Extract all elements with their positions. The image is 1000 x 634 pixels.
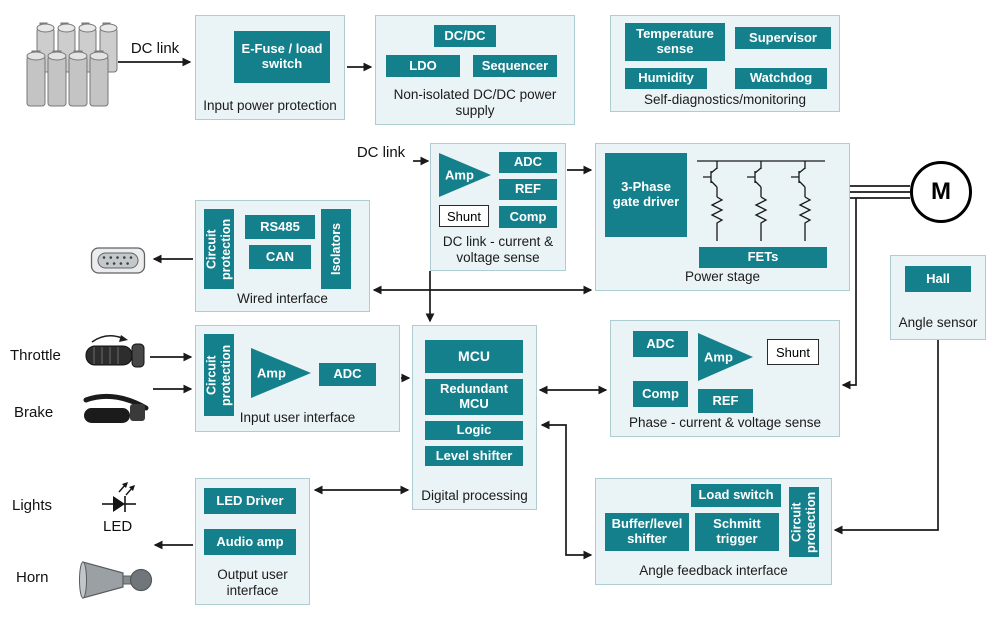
panel-wired-interface: Circuit protection RS485 CAN Isolators W… (195, 200, 370, 312)
amp-label: Amp (445, 167, 474, 183)
chip-3phase-gate-driver[interactable]: 3-Phase gate driver (605, 153, 687, 237)
input-user-interface-title: Input user interface (239, 409, 356, 425)
fets-schematic-icon (697, 160, 825, 241)
chip-adc-input[interactable]: ADC (319, 363, 376, 386)
led-symbol-icon (102, 482, 136, 512)
chip-watchdog[interactable]: Watchdog (735, 68, 827, 89)
chip-efuse-load-switch[interactable]: E-Fuse / load switch (234, 31, 330, 83)
brake-lever-icon (83, 393, 149, 423)
angle-feedback-title: Angle feedback interface (639, 562, 788, 578)
amp-triangle-dc-link[interactable]: Amp (439, 153, 491, 197)
shunt-box-dc-link: Shunt (439, 205, 489, 227)
chip-adc-dc-link[interactable]: ADC (499, 152, 557, 173)
self-diagnostics-title: Self-diagnostics/monitoring (643, 91, 807, 107)
angle-sensor-title: Angle sensor (898, 314, 978, 330)
panel-self-diagnostics: Temperature sense Supervisor Humidity Wa… (610, 15, 840, 112)
chip-hall[interactable]: Hall (905, 266, 971, 292)
chip-rs485[interactable]: RS485 (245, 215, 315, 239)
chip-supervisor[interactable]: Supervisor (735, 27, 831, 49)
chip-adc-phase[interactable]: ADC (633, 331, 688, 357)
panel-digital-processing: MCU Redundant MCU Logic Level shifter Di… (412, 325, 537, 510)
shunt-box-phase: Shunt (767, 339, 819, 365)
amp-triangle-phase[interactable]: Amp (698, 333, 753, 381)
digital-processing-title: Digital processing (421, 487, 528, 503)
wired-interface-title: Wired interface (237, 290, 328, 306)
panel-dcdc-supply: DC/DC LDO Sequencer Non-isolated DC/DC p… (375, 15, 575, 125)
panel-phase-sense: ADC Amp Shunt Comp REF Phase - current &… (610, 320, 840, 437)
chip-circuit-protection-input[interactable]: Circuit protection (204, 334, 234, 416)
panel-input-power-protection: E-Fuse / load switch Input power protect… (195, 15, 345, 120)
dc-link-sense-title: DC link - current & voltage sense (442, 233, 554, 265)
chip-comp-dc-link[interactable]: Comp (499, 206, 557, 228)
panel-angle-feedback: Load switch Buffer/level shifter Schmitt… (595, 478, 832, 585)
chip-level-shifter[interactable]: Level shifter (425, 446, 523, 466)
chip-circuit-protection-wired[interactable]: Circuit protection (204, 209, 234, 289)
panel-input-user-interface: Circuit protection Amp ADC Input user in… (195, 325, 400, 432)
output-user-interface-title: Output user interface (217, 566, 288, 598)
chip-ref-phase[interactable]: REF (698, 389, 753, 413)
chip-redundant-mcu[interactable]: Redundant MCU (425, 379, 523, 415)
motor: M (910, 161, 972, 223)
chip-isolators[interactable]: Isolators (321, 209, 351, 289)
panel-output-user-interface: LED Driver Audio amp Output user interfa… (195, 478, 310, 605)
panel-power-stage: 3-Phase gate driver FETs Power stage (595, 143, 850, 291)
throttle-grip-icon (85, 334, 145, 368)
chip-ldo[interactable]: LDO (386, 55, 460, 77)
horn-label: Horn (16, 569, 49, 586)
amp-label: Amp (257, 365, 286, 381)
serial-connector-icon (90, 247, 146, 274)
chip-logic[interactable]: Logic (425, 421, 523, 440)
dcdc-supply-title: Non-isolated DC/DC power supply (393, 86, 557, 118)
led-label: LED (103, 518, 133, 535)
chip-schmitt-trigger[interactable]: Schmitt trigger (695, 513, 779, 551)
chip-ref-dc-link[interactable]: REF (499, 179, 557, 200)
chip-mcu[interactable]: MCU (425, 340, 523, 373)
chip-buffer-level-shifter[interactable]: Buffer/level shifter (605, 513, 689, 551)
panel-angle-sensor: Hall Angle sensor (890, 255, 986, 340)
chip-circuit-protection-angle[interactable]: Circuit protection (789, 487, 819, 557)
motor-label: M (931, 178, 951, 205)
power-stage-title: Power stage (684, 268, 761, 284)
chip-audio-amp[interactable]: Audio amp (204, 529, 296, 555)
chip-fets[interactable]: FETs (699, 247, 827, 268)
chip-humidity[interactable]: Humidity (625, 68, 707, 89)
chip-sequencer[interactable]: Sequencer (473, 55, 557, 77)
amp-label: Amp (704, 349, 733, 365)
chip-comp-phase[interactable]: Comp (633, 381, 688, 407)
chip-led-driver[interactable]: LED Driver (204, 488, 296, 514)
brake-label: Brake (14, 404, 54, 421)
battery-pack-icon (26, 22, 118, 107)
phase-sense-title: Phase - current & voltage sense (628, 414, 822, 430)
amp-triangle-input[interactable]: Amp (251, 348, 311, 398)
input-power-protection-title: Input power protection (203, 97, 337, 113)
throttle-label: Throttle (10, 347, 61, 364)
lights-label: Lights (12, 497, 53, 514)
chip-can[interactable]: CAN (249, 245, 311, 269)
chip-load-switch[interactable]: Load switch (691, 484, 781, 507)
horn-icon (79, 561, 153, 599)
panel-dc-link-sense: Amp ADC REF Shunt Comp DC link - current… (430, 143, 566, 271)
dc-link-label-top: DC link (130, 40, 180, 57)
dc-link-label-mid: DC link (356, 144, 406, 161)
chip-dcdc[interactable]: DC/DC (434, 25, 496, 47)
chip-temperature-sense[interactable]: Temperature sense (625, 23, 725, 61)
